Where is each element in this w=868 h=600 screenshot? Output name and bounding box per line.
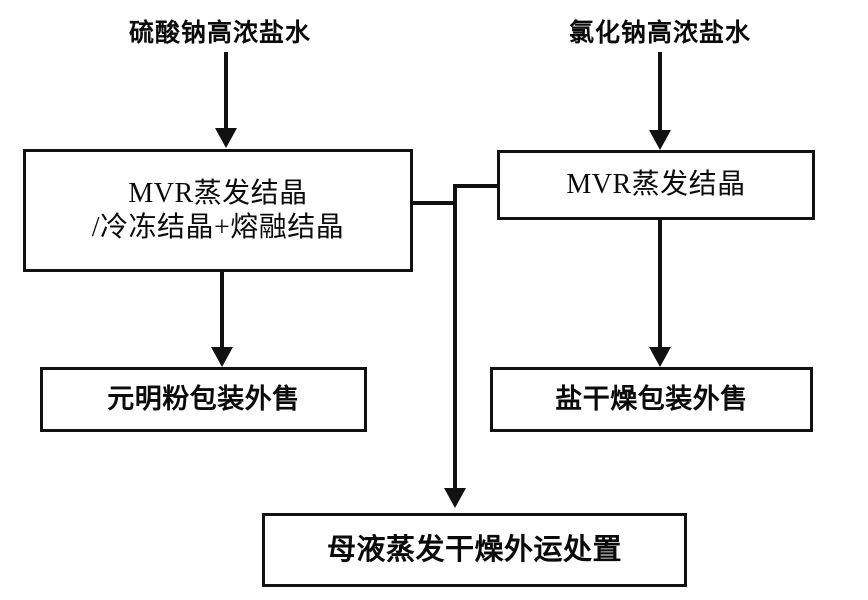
connector-sulfate-product-line (220, 272, 224, 350)
node-text-line: MVR蒸发结晶 (566, 169, 746, 201)
source-label-chloride: 氯化钠高浓盐水 (568, 19, 751, 47)
connector-chloride-inlet-arrowhead (649, 130, 671, 150)
node-text-line: 母液蒸发干燥外运处置 (326, 533, 622, 566)
connector-chloride-product-arrowhead (649, 347, 671, 367)
source-label-sulfate: 硫酸钠高浓盐水 (128, 19, 311, 47)
connector-sulfate-product-arrowhead (211, 347, 233, 367)
process-node-sodium-sulfate-crystallization[interactable]: MVR蒸发结晶 /冷冻结晶+熔融结晶 (23, 149, 413, 272)
connector-chloride-liquor-horizontal (453, 184, 499, 188)
connector-sulfate-inlet-arrowhead (215, 128, 237, 148)
output-node-mirabilite-packaging[interactable]: 元明粉包装外售 (40, 367, 367, 432)
connector-chloride-product-line (658, 220, 662, 350)
connector-sulfate-inlet-line (224, 52, 228, 130)
node-text-line: 盐干燥包装外售 (555, 383, 748, 414)
connector-mother-liquor-bus (453, 184, 457, 490)
connector-sulfate-liquor-horizontal (411, 201, 457, 205)
connector-chloride-inlet-line (658, 52, 662, 132)
output-node-mother-liquor-disposal[interactable]: 母液蒸发干燥外运处置 (262, 513, 687, 587)
connector-mother-liquor-arrowhead (444, 488, 466, 508)
output-node-salt-drying-packaging[interactable]: 盐干燥包装外售 (490, 367, 813, 432)
node-text-line: /冷冻结晶+熔融结晶 (91, 211, 345, 243)
process-node-sodium-chloride-crystallization[interactable]: MVR蒸发结晶 (497, 150, 815, 220)
node-text-line: 元明粉包装外售 (107, 383, 300, 414)
node-text-line: MVR蒸发结晶 (128, 178, 308, 210)
